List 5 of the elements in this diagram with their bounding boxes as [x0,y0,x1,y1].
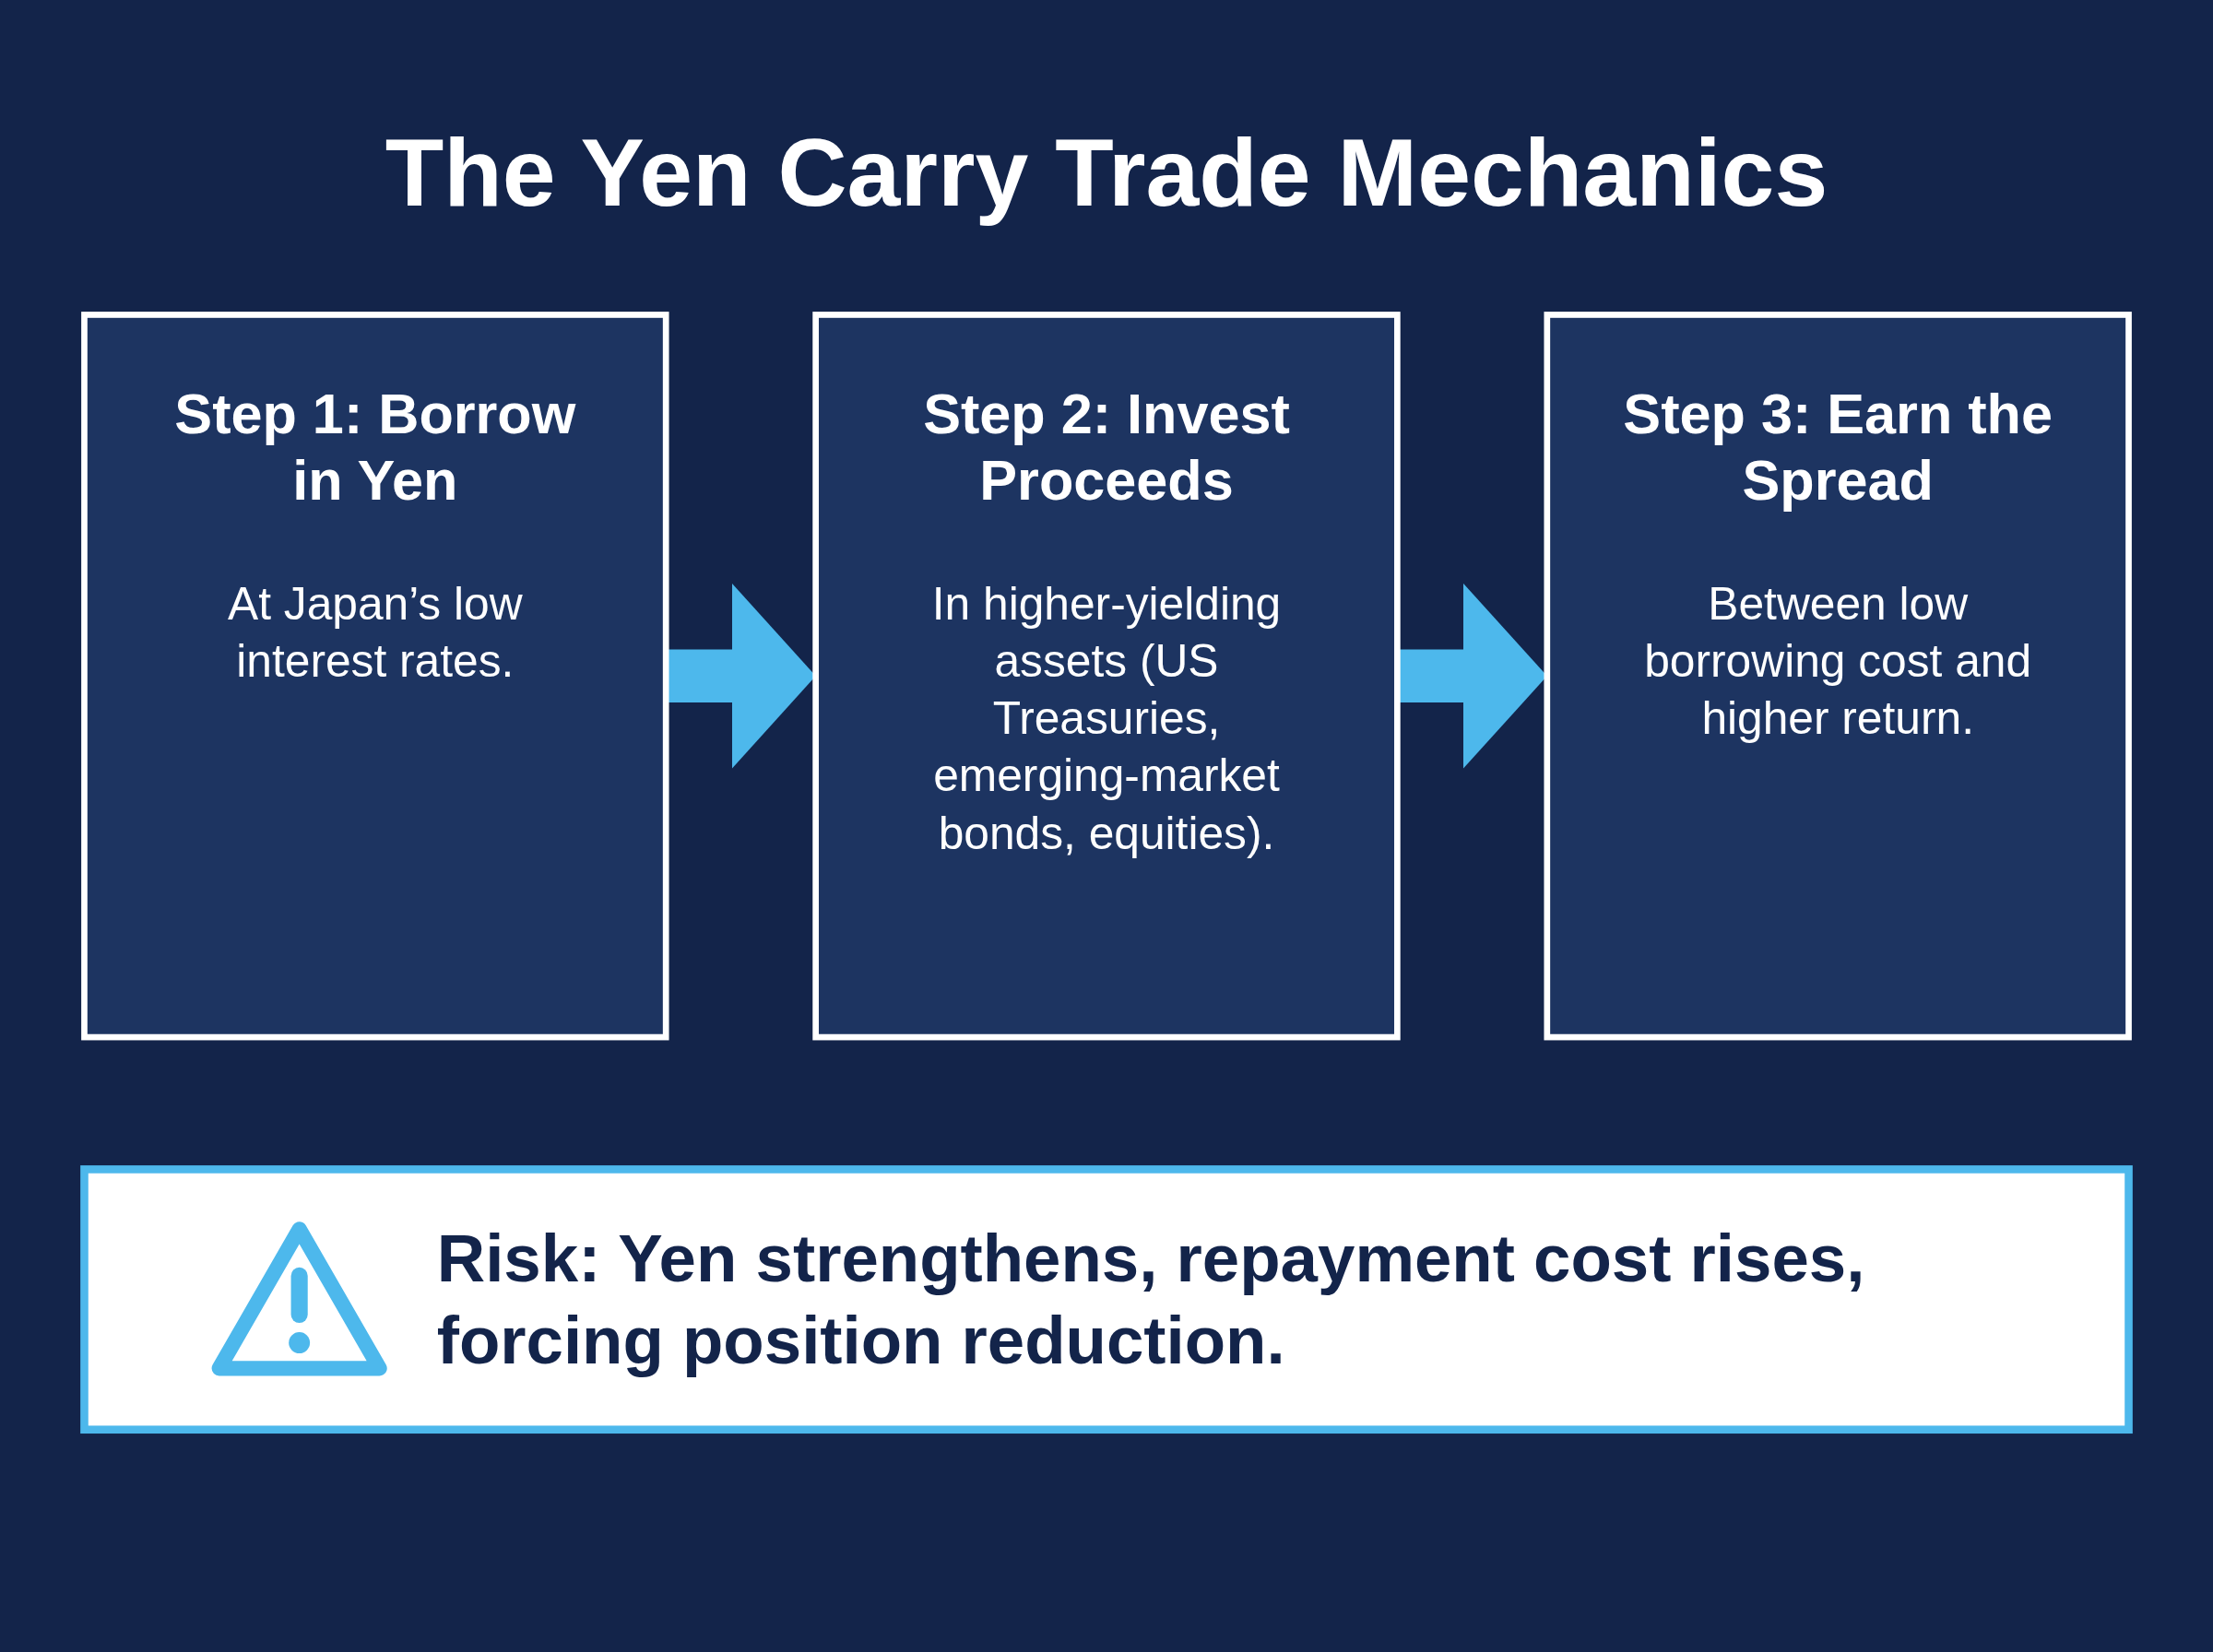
node-box: Step 3: Earn the Spread Between low borrowing cost and higher return. [1544,312,2132,1041]
node-box: Step 1: Borrow in Yen At Japan’s low interest rates. [81,312,669,1041]
node-box: Risk: Yen strengthens, repayment cost rises, forcing position reduction. [80,1165,2133,1434]
diagram-title: The Yen Carry Trade Mechanics [385,120,1828,226]
node-box: Step 2: Invest Proceeds In higher-yielding assets (US Treasuries, emerging-market bonds, equities). [812,312,1401,1041]
